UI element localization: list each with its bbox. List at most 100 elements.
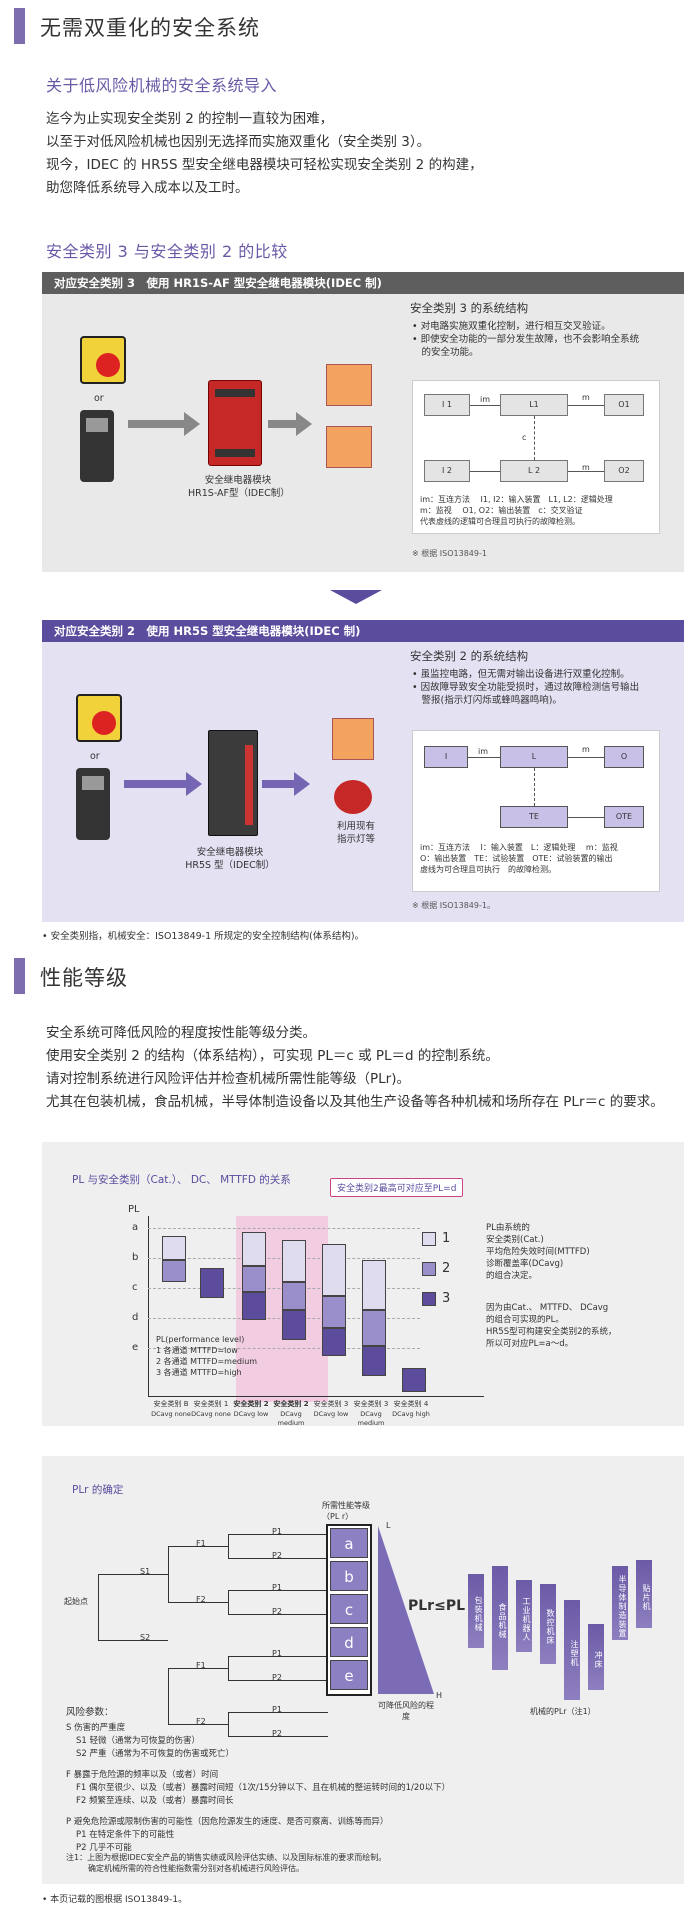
iso-note: ※ 根据 ISO13849-1 (412, 549, 487, 558)
arrow-right-icon (128, 420, 186, 428)
legend-swatch-3 (422, 1292, 436, 1306)
category-footnote: • 安全类别指，机械安全：ISO13849-1 所规定的安全控制结构(体系结构)… (42, 931, 365, 942)
performance-title: 性能等级 (40, 966, 128, 990)
s2-label: S2 (140, 1633, 151, 1642)
machine-bar: 贴片机 (636, 1560, 652, 1628)
hr5s-module-image (208, 730, 258, 836)
pl-bar-segment (200, 1268, 224, 1298)
arrow-right-icon (296, 412, 312, 436)
pl-level-a: a (132, 1222, 139, 1233)
dc-label: DCavg medium (277, 1410, 305, 1427)
risk-graph-line (228, 1614, 328, 1615)
category-label: 安全类别 2 (273, 1400, 309, 1408)
risk-graph-line (228, 1680, 328, 1681)
machine-plr-label: 机械的PLr（注1） (530, 1707, 596, 1716)
connector-line (470, 405, 500, 406)
dc-label: DCavg medium (357, 1410, 385, 1427)
f2-label: F2 (196, 1595, 206, 1604)
arrow-right-icon (294, 772, 310, 796)
dc-label: DCavg high (392, 1410, 430, 1418)
input-i2: I 2 (424, 460, 470, 482)
connector-line (568, 757, 604, 758)
or-label: or (94, 393, 104, 404)
dc-label: DCavg low (313, 1410, 349, 1418)
cross-check-line (534, 416, 535, 460)
interlock-switch-image (80, 410, 114, 482)
risk-graph-line (228, 1656, 328, 1657)
legend-swatch-2 (422, 1262, 436, 1276)
pl-bar-segment (242, 1292, 266, 1320)
callout: 安全类别2最高可对应至PL=d (330, 1178, 464, 1197)
dc-label: DCavg none (191, 1410, 231, 1418)
risk-graph-line (228, 1558, 328, 1559)
logic-l2: L 2 (500, 460, 568, 482)
legend-key-1: 1 (442, 1231, 451, 1246)
risk-graph-line (228, 1712, 328, 1713)
risk-graph-line (168, 1546, 169, 1602)
page-footnote: • 本页记载的图根据 ISO13849-1。 (42, 1895, 188, 1905)
category-label: 安全类别 4 (393, 1400, 429, 1408)
arrow-right-icon (186, 772, 202, 796)
machine-bar: 包装机械 (468, 1574, 484, 1648)
label-m: m (582, 393, 590, 402)
pl-bar-segment (402, 1368, 426, 1392)
risk-parameters: 风险参数： S 伤害的严重度 S1 轻微（通常为可恢复的伤害） S2 严重（通常… (66, 1707, 451, 1853)
f2-label: F2 (196, 1717, 206, 1726)
plr-title: PLr 的确定 (72, 1484, 124, 1496)
risk-graph-line (98, 1574, 168, 1575)
monitor-line (534, 768, 535, 806)
plr-level-d: d (330, 1627, 368, 1657)
pl-bar-segment (242, 1232, 266, 1266)
start-label: 起始点 (64, 1597, 88, 1606)
pl-bar-segment (282, 1282, 306, 1310)
output-o1: O1 (604, 394, 644, 416)
pl-bar-segment (322, 1296, 346, 1328)
pl-bar-segment (162, 1236, 186, 1260)
machine-bar: 工业机器人 (516, 1580, 532, 1652)
iso-note: ※ 根据 ISO13849-1。 (412, 901, 495, 910)
logic-l1: L1 (500, 394, 568, 416)
dc-label: DCavg low (233, 1410, 269, 1418)
risk-graph-line (228, 1712, 229, 1736)
pl-bar-segment (322, 1244, 346, 1296)
pl-gridline (148, 1348, 420, 1349)
y-axis-label: PL (128, 1204, 140, 1215)
y-axis (148, 1216, 149, 1396)
page-title: 无需双重化的安全系统 (40, 16, 260, 40)
p1-label: P1 (272, 1527, 282, 1536)
cat2-structure-title: 安全类别 2 的系统结构 (410, 649, 529, 663)
risk-graph-line (98, 1574, 99, 1640)
hr1s-module-image (208, 380, 262, 466)
f1-label: F1 (196, 1661, 206, 1670)
chart-explanation: PL由系统的安全类别(Cat.)平均危险失效时间(MTTFD)诊断覆盖率(DCa… (486, 1223, 590, 1281)
p2-label: P2 (272, 1607, 282, 1616)
plr-level-c: c (330, 1594, 368, 1624)
pl-bar-segment (362, 1260, 386, 1310)
plr-note: 注1：上图为根据IDEC安全产品的销售实绩或风险评估实绩、以及国际标准的要求而绘… (66, 1853, 387, 1873)
test-te: TE (500, 806, 568, 828)
pl-bar-segment (362, 1346, 386, 1376)
required-level-label: 所需性能等级（PL r） (322, 1501, 370, 1521)
legend-key-2: 2 (442, 1261, 451, 1276)
intro-subtitle: 关于低风险机械的安全系统导入 (46, 76, 278, 95)
intro-paragraph: 迄今为止实现安全类别 2 的控制一直较为困难，以至于对低风险机械也因别无选择而实… (46, 111, 483, 196)
cat3-bullets: • 对电路实施双重化控制，进行相互交叉验证。• 即使安全功能的一部分发生故障，也… (412, 321, 640, 358)
risk-graph-line (168, 1602, 228, 1603)
machine-bar: 数控机床 (540, 1584, 556, 1664)
pl-level-e: e (132, 1342, 139, 1353)
s1-label: S1 (140, 1567, 151, 1576)
connector-line (468, 757, 500, 758)
arrow-right-icon (262, 780, 296, 788)
risk-graph-line (168, 1724, 228, 1725)
emergency-stop-image (80, 336, 126, 384)
dc-label: DCavg none (151, 1410, 191, 1418)
connector-line (568, 405, 604, 406)
category-label: 安全类别 3 (353, 1400, 389, 1408)
x-axis (148, 1396, 484, 1397)
legend-swatch-1 (422, 1232, 436, 1246)
contactor-image (326, 426, 372, 468)
category-label: 安全类别 1 (193, 1400, 229, 1408)
